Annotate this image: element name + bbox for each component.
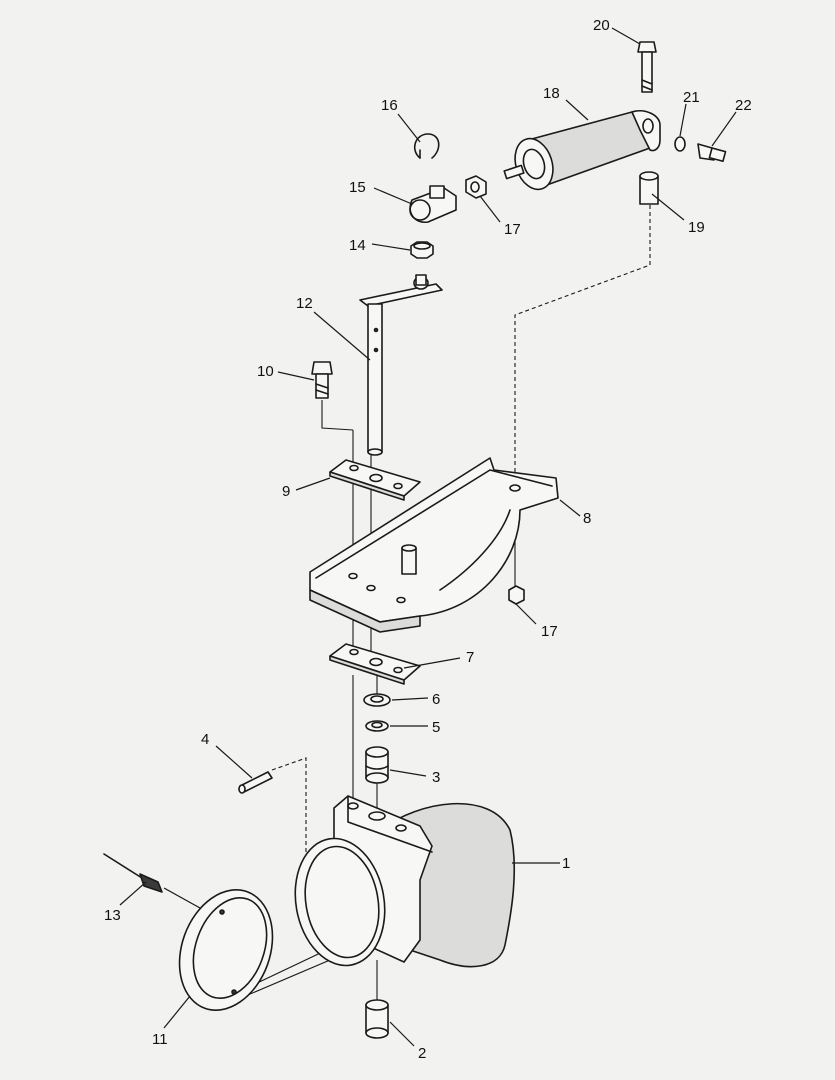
callout-20: 20 (593, 17, 610, 34)
callout-15: 15 (349, 179, 366, 196)
part-6-washer (363, 693, 391, 707)
callout-16: 16 (381, 97, 398, 114)
callout-5: 5 (432, 719, 440, 736)
callout-21: 21 (683, 89, 700, 106)
part-16-clip (413, 133, 440, 159)
callout-4: 4 (201, 731, 209, 748)
callout-19: 19 (688, 219, 705, 236)
part-20-bolt (637, 41, 657, 93)
part-10-bolt (311, 361, 333, 399)
callout-10: 10 (257, 363, 274, 380)
part-7-plate-lower (329, 643, 421, 685)
callout-17-upper: 17 (504, 221, 521, 238)
part-3-bushing (365, 746, 389, 784)
callout-22: 22 (735, 97, 752, 114)
part-11-butterfly-disc (178, 889, 274, 1011)
callout-13: 13 (104, 907, 121, 924)
callout-7: 7 (466, 649, 474, 666)
part-19-spacer (639, 171, 659, 205)
callout-2: 2 (418, 1045, 426, 1062)
callout-1: 1 (562, 855, 570, 872)
part-21-washer (674, 136, 686, 152)
part-14-nut (410, 241, 434, 259)
part-1-elbow-housing (294, 795, 516, 968)
callout-17-lower: 17 (541, 623, 558, 640)
part-12-shaft-lever (359, 274, 443, 456)
part-18-actuator-cylinder (503, 110, 661, 191)
part-22-fitting (697, 143, 727, 163)
callout-8: 8 (583, 510, 591, 527)
callout-labels: 1 2 3 4 5 6 7 8 9 10 11 12 13 14 15 16 1… (104, 17, 752, 1062)
callout-6: 6 (432, 691, 440, 708)
callout-3: 3 (432, 769, 440, 786)
part-13-rivet (103, 853, 163, 893)
leader-lines (119, 27, 737, 1047)
part-17-nut-upper (465, 175, 487, 199)
callout-14: 14 (349, 237, 366, 254)
part-17-nut-lower (508, 585, 525, 605)
part-9-plate-upper (329, 459, 421, 501)
part-8-bracket-tray (309, 457, 559, 633)
callout-9: 9 (282, 483, 290, 500)
callout-12: 12 (296, 295, 313, 312)
part-4-pin (238, 771, 273, 794)
callout-11: 11 (152, 1031, 168, 1048)
callout-18: 18 (543, 85, 560, 102)
part-5-washer (365, 720, 389, 732)
part-15-clevis (409, 185, 457, 224)
part-2-bushing-lower (365, 999, 389, 1039)
